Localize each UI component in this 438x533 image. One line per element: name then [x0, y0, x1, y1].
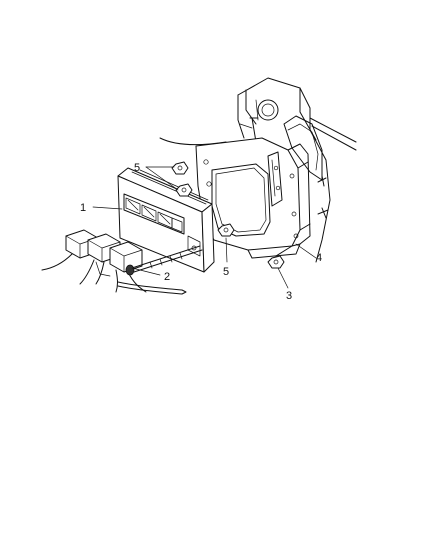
- screw: [125, 245, 203, 276]
- callout-5-lower: 5: [223, 266, 229, 278]
- callout-5-upper: 5: [134, 162, 140, 174]
- engine-control-module: [117, 167, 215, 273]
- leader-lines: [92, 166, 317, 289]
- callout-3: 3: [286, 290, 292, 302]
- mounting-bracket: [195, 137, 311, 259]
- callout-2: 2: [164, 271, 170, 283]
- harness-cable: [117, 137, 227, 295]
- nut-upper: [171, 161, 189, 175]
- callout-1: 1: [80, 202, 86, 214]
- nut-bottom: [267, 245, 293, 269]
- callout-4: 4: [316, 252, 322, 264]
- body-panel: [237, 77, 357, 263]
- nut-middle: [175, 183, 193, 197]
- nut-lower: [217, 223, 235, 237]
